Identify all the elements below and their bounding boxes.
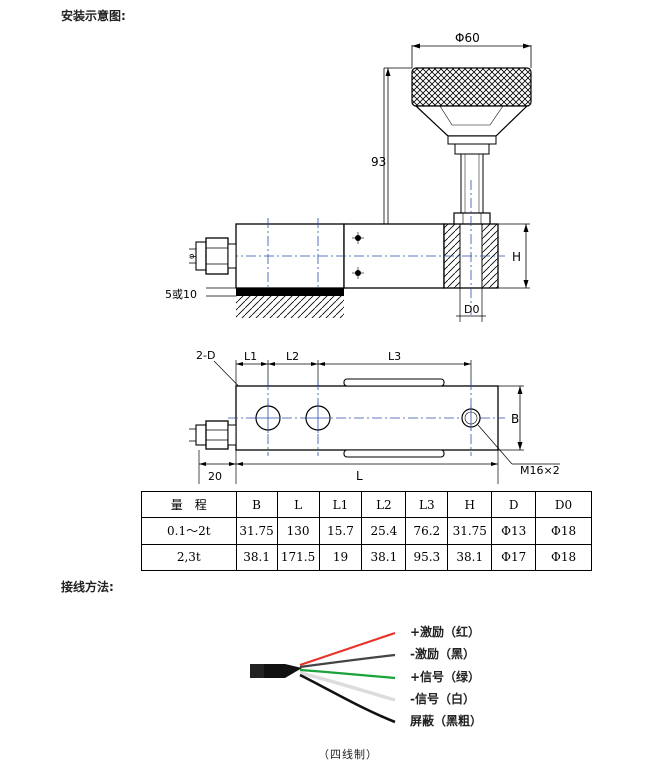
plan-diagram: L1 L2 L3 2-D — [189, 349, 560, 484]
table-cell: 19 — [318, 543, 363, 572]
table-row: 2,3t 38.1 171.5 19 38.1 95.3 38.1 Φ17 Φ1… — [141, 543, 592, 572]
table-cell: 2,3t — [141, 543, 237, 572]
table-header-cell: L1 — [318, 490, 363, 519]
dim-h-label: H — [512, 250, 521, 264]
wire-white — [299, 671, 396, 702]
table-cell: 95.3 — [405, 543, 449, 572]
table-header-row: 量 程 B L L1 L2 L3 H D D0 — [141, 490, 592, 519]
table-header-cell: D — [491, 490, 537, 519]
wire-green — [299, 668, 396, 680]
table-row: 0.1～2t 31.75 130 15.7 25.4 76.2 31.75 Φ1… — [141, 517, 592, 545]
table-header-cell: H — [447, 490, 493, 519]
install-title: 安装示意图: — [61, 9, 126, 23]
connector-side: φ — [187, 237, 237, 275]
table-cell: 38.1 — [361, 543, 407, 572]
sensor-body-plan — [228, 378, 505, 458]
lbl-m16: M16×2 — [520, 464, 560, 477]
table-header-cell: 量 程 — [141, 490, 237, 519]
lbl-b: B — [511, 412, 519, 426]
d0-dimension: D0 — [456, 288, 486, 322]
mounting-base — [236, 288, 344, 318]
dim-gap-label: 5或10 — [165, 288, 197, 301]
wiring-title: 接线方法: — [61, 580, 114, 594]
lbl-20: 20 — [208, 470, 222, 483]
cable-end — [250, 664, 264, 678]
wire-label-exc-neg: -激励（黑） — [410, 647, 475, 661]
lbl-l3: L3 — [388, 350, 401, 363]
table-header-cell: D0 — [535, 490, 592, 519]
svg-text:φ: φ — [187, 254, 196, 259]
table-cell: 76.2 — [405, 517, 449, 545]
cable-illustration — [250, 631, 396, 724]
b-dimension: B — [498, 385, 524, 451]
threaded-stud — [453, 153, 491, 226]
lbl-l1: L1 — [244, 350, 257, 363]
connector-plan — [189, 420, 237, 450]
lbl-2d: 2-D — [196, 349, 215, 362]
install-diagram: Φ60 93 — [165, 31, 532, 322]
table-header-cell: L — [276, 490, 320, 519]
wire-label-shield: 屏蔽（黑粗） — [410, 714, 483, 728]
wire-red — [299, 631, 396, 667]
wiring-caption: （四线制） — [318, 748, 378, 761]
table-cell: 25.4 — [361, 517, 407, 545]
table-cell: Φ17 — [491, 543, 537, 572]
table-cell: Φ13 — [491, 517, 537, 545]
table-cell: 31.75 — [235, 517, 278, 545]
table-cell: 15.7 — [318, 517, 363, 545]
diameter-dimension: Φ60 — [411, 31, 532, 68]
table-header-cell: L3 — [405, 490, 449, 519]
table-cell: 130 — [276, 517, 320, 545]
dim-height-label: 93 — [371, 155, 386, 169]
table-cell: 0.1～2t — [141, 517, 237, 545]
top-dimension-chain: L1 L2 L3 2-D — [196, 349, 472, 411]
dim-d0-label: D0 — [464, 303, 479, 316]
thread-callout: M16×2 — [477, 424, 560, 477]
gap-dimension: 5或10 — [165, 287, 236, 301]
table-cell: 31.75 — [447, 517, 493, 545]
sensor-body-side — [228, 180, 505, 315]
wire-shield — [299, 673, 396, 724]
foot-head — [411, 67, 532, 155]
table-cell: Φ18 — [535, 543, 592, 572]
table-cell: 38.1 — [235, 543, 278, 572]
spec-table: 量 程 B L L1 L2 L3 H D D0 0.1～2t 31.75 130… — [141, 490, 592, 572]
wire-label-sig-neg: -信号（白） — [410, 692, 475, 706]
lbl-l2: L2 — [286, 350, 299, 363]
bottom-dimension-chain: 20 L — [198, 450, 499, 484]
lbl-l: L — [356, 469, 363, 483]
table-header-cell: L2 — [361, 490, 407, 519]
table-cell: 171.5 — [276, 543, 320, 572]
table-cell: Φ18 — [535, 517, 592, 545]
h-dimension: H — [498, 223, 530, 289]
table-header-cell: B — [235, 490, 278, 519]
wire-label-sig-pos: +信号（绿） — [410, 670, 481, 684]
dim-diameter-label: Φ60 — [455, 31, 480, 45]
wire-label-exc-pos: +激励（红） — [410, 625, 481, 639]
table-cell: 38.1 — [447, 543, 493, 572]
wire-black — [299, 653, 396, 669]
